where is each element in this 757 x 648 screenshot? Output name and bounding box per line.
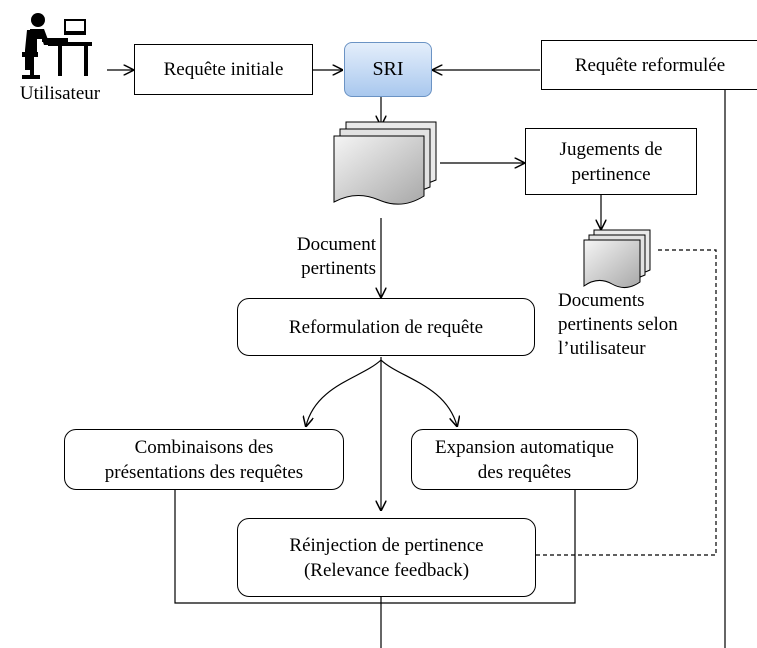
query-combinations-line-1: Combinaisons des (134, 436, 274, 458)
reformulated-query-box: Requête reformulée (541, 40, 757, 90)
user-relevant-docs-line-3: l’utilisateur (558, 338, 646, 359)
auto-expansion-box: Expansion automatique des requêtes (411, 429, 638, 490)
relevant-docs-line-2: pertinents (301, 258, 376, 279)
relevance-feedback-line-1: Réinjection de pertinence (289, 534, 484, 556)
initial-query-box: Requête initiale (134, 44, 313, 95)
relevant-docs-label: Document pertinents (262, 233, 376, 281)
relevance-feedback-line-2: (Relevance feedback) (303, 559, 470, 581)
connectors (107, 70, 726, 648)
auto-expansion-line-1: Expansion automatique (435, 436, 614, 458)
user-at-computer-icon (22, 13, 92, 79)
relevance-judgments-line-1: Jugements de (559, 138, 663, 160)
user-relevant-docs-line-1: Documents (558, 290, 645, 311)
sri-box: SRI (344, 42, 432, 97)
relevance-judgments-line-2: pertinence (571, 163, 651, 185)
query-combinations-line-2: présentations des requêtes (104, 461, 304, 483)
relevance-judgments-box: Jugements de pertinence (525, 128, 697, 195)
auto-expansion-line-2: des requêtes (477, 461, 572, 483)
user-label: Utilisateur (19, 83, 101, 104)
query-combinations-box: Combinaisons des présentations des requê… (64, 429, 344, 490)
query-reformulation-box: Reformulation de requête (237, 298, 535, 356)
relevance-feedback-box: Réinjection de pertinence (Relevance fee… (237, 518, 536, 597)
document-stack-icon (333, 121, 437, 205)
user-relevant-docs-label: Documents pertinents selon l’utilisateur (558, 289, 718, 361)
user-relevant-docs-line-2: pertinents selon (558, 314, 678, 335)
document-stack-icon (583, 229, 651, 288)
relevant-docs-line-1: Document (296, 234, 376, 255)
